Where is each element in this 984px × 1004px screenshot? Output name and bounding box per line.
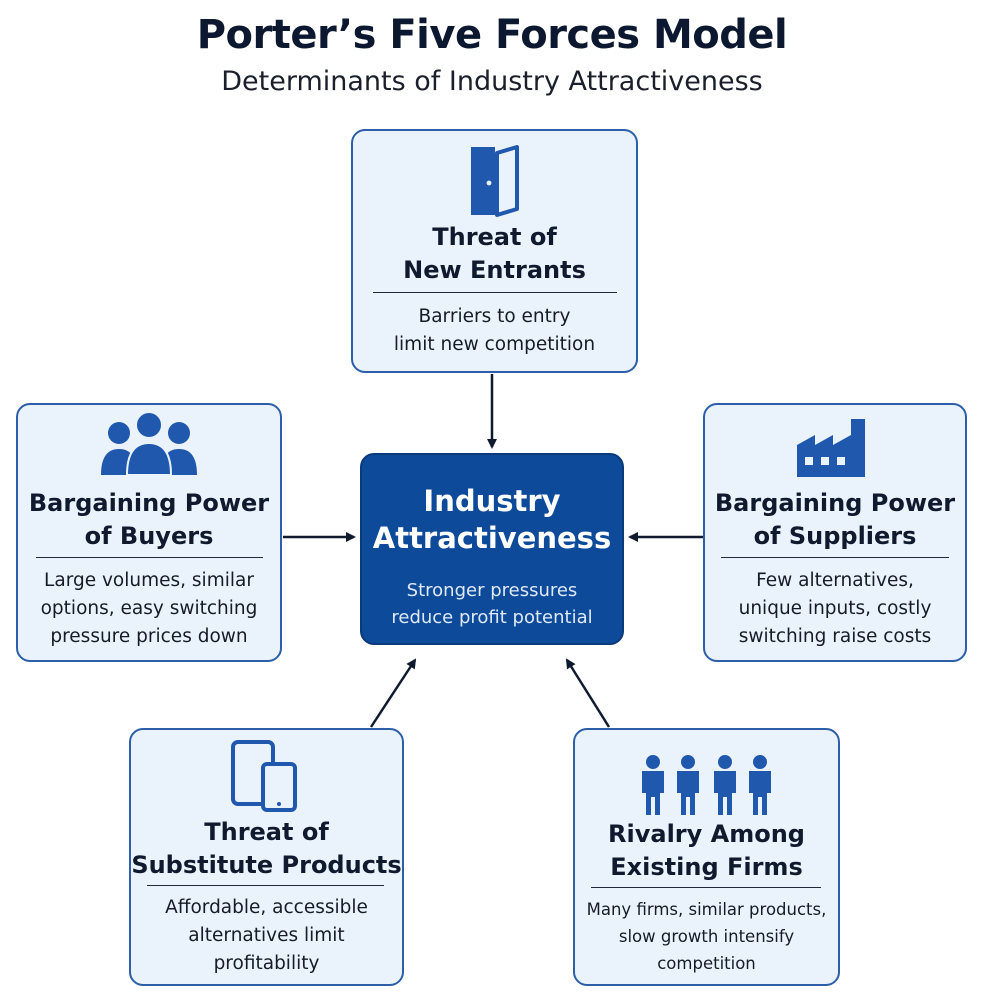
new-entrants-title-line1: Threat of: [432, 223, 557, 251]
substitutes-desc-line2: alternatives limit: [188, 925, 345, 946]
center-industry-attractiveness: Industry Attractiveness Stronger pressur…: [360, 453, 624, 645]
buyers-title-line1: Bargaining Power: [28, 489, 270, 517]
rivalry-title-line2: Existing Firms: [610, 853, 803, 881]
substitutes-desc-line3: profitability: [213, 953, 320, 974]
arrow-substitutes: [369, 658, 417, 728]
box-new-entrants: Threat of New Entrants Barriers to entry…: [351, 129, 638, 373]
buyers-divider: [36, 557, 263, 558]
substitutes-title-line2: Substitute Products: [131, 851, 402, 879]
box-substitutes: Threat of Substitute Products Affordable…: [129, 728, 404, 986]
substitutes-desc-line1: Affordable, accessible: [165, 897, 368, 918]
box-suppliers: Bargaining Power of Suppliers Few altern…: [703, 403, 967, 662]
center-desc-line1: Stronger pressures: [406, 580, 578, 601]
center-desc-line2: reduce profit potential: [391, 607, 593, 628]
devices-icon: [131, 738, 402, 812]
buyers-title-line2: of Buyers: [84, 522, 214, 550]
suppliers-desc-line1: Few alternatives,: [756, 570, 914, 591]
buyers-desc-line1: Large volumes, similar: [44, 570, 254, 591]
group-people-icon: [18, 411, 280, 477]
substitutes-title-line1: Threat of: [204, 818, 329, 846]
box-buyers: Bargaining Power of Buyers Large volumes…: [16, 403, 282, 662]
buyers-desc-line3: pressure prices down: [50, 626, 248, 647]
suppliers-title-line1: Bargaining Power: [714, 489, 956, 517]
buyers-desc-line2: options, easy switching: [40, 598, 258, 619]
rivalry-desc-line3: competition: [657, 954, 756, 973]
arrow-rivalry: [565, 658, 611, 728]
factory-icon: [705, 413, 965, 479]
box-rivalry: Rivalry Among Existing Firms Many firms,…: [573, 728, 840, 986]
substitutes-divider: [147, 885, 384, 886]
diagram-subtitle: Determinants of Industry Attractiveness: [221, 66, 763, 97]
rivalry-divider: [591, 887, 821, 888]
diagram-title: Porter’s Five Forces Model: [196, 12, 788, 58]
rivalry-title-line1: Rivalry Among: [608, 820, 805, 848]
suppliers-desc-line3: switching raise costs: [738, 626, 932, 647]
suppliers-title-line2: of Suppliers: [753, 522, 917, 550]
rivalry-desc-line2: slow growth intensify: [618, 927, 795, 946]
new-entrants-divider: [373, 292, 617, 293]
four-people-icon: [575, 754, 838, 816]
new-entrants-desc-line1: Barriers to entry: [418, 306, 571, 327]
suppliers-divider: [721, 557, 949, 558]
door-icon: [353, 143, 636, 219]
rivalry-desc-line1: Many firms, similar products,: [586, 900, 827, 919]
suppliers-desc-line2: unique inputs, costly: [738, 598, 932, 619]
center-title-line1: Industry: [423, 484, 561, 518]
new-entrants-desc-line2: limit new competition: [393, 334, 596, 355]
new-entrants-title-line2: New Entrants: [403, 256, 586, 284]
center-title-line2: Attractiveness: [372, 521, 612, 555]
